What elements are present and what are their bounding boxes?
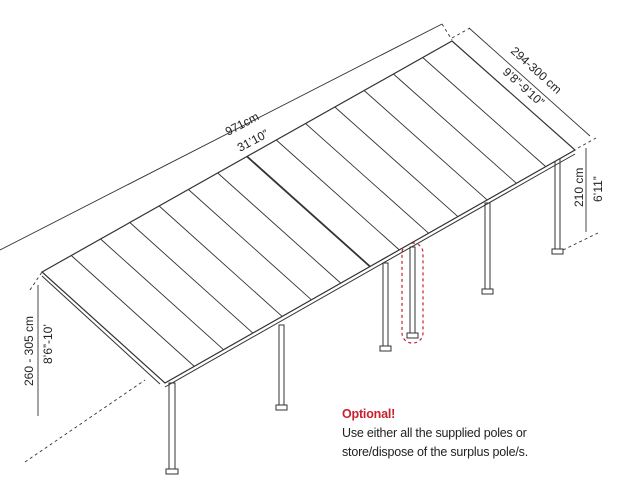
note-line-2: store/dispose of the surplus pole/s. xyxy=(342,445,528,459)
front-gutter xyxy=(164,153,576,388)
panel-seam xyxy=(100,238,224,351)
panel-seam xyxy=(70,255,195,367)
note-title: Optional! xyxy=(342,407,396,421)
roof xyxy=(40,40,577,388)
front-height-cm-label: 210 cm xyxy=(572,168,586,207)
dimension-labels: 971cm 31’10” 294-300 cm 9’8”-9’10” 210 c… xyxy=(22,44,605,386)
posts xyxy=(165,154,564,475)
post-front-left xyxy=(168,382,176,472)
post-base xyxy=(379,345,392,352)
post-base xyxy=(165,468,179,475)
panel-seam xyxy=(188,189,312,301)
post-right xyxy=(554,154,561,252)
front-height-ft-label: 6’11” xyxy=(591,176,605,202)
panel-seam xyxy=(334,106,459,217)
panel-seam xyxy=(246,155,371,268)
post-base xyxy=(551,248,564,255)
panel-seam xyxy=(158,205,283,317)
panel-seam xyxy=(217,172,342,284)
optional-post xyxy=(409,246,416,336)
dimension-lines xyxy=(0,23,599,463)
back-height-cm-label: 260 - 305 cm xyxy=(22,316,36,386)
back-height-ft-label: 8’6”-10’ xyxy=(41,324,55,364)
panel-seam xyxy=(275,139,400,251)
panel-seam xyxy=(305,123,429,234)
post-base xyxy=(275,404,288,411)
panel-seam xyxy=(393,73,517,184)
panel-seam xyxy=(363,90,488,201)
panel-seam xyxy=(422,57,547,167)
roof-panels xyxy=(70,57,547,367)
post-base xyxy=(406,332,419,339)
post-3 xyxy=(382,262,389,349)
optional-note: Optional! Use either all the supplied po… xyxy=(342,405,528,462)
post-2 xyxy=(278,324,285,408)
post-base xyxy=(481,288,494,295)
post-4 xyxy=(484,202,491,292)
back-wall-bracket xyxy=(41,275,161,385)
note-line-1: Use either all the supplied poles or xyxy=(342,426,527,440)
panel-seam xyxy=(129,222,254,334)
